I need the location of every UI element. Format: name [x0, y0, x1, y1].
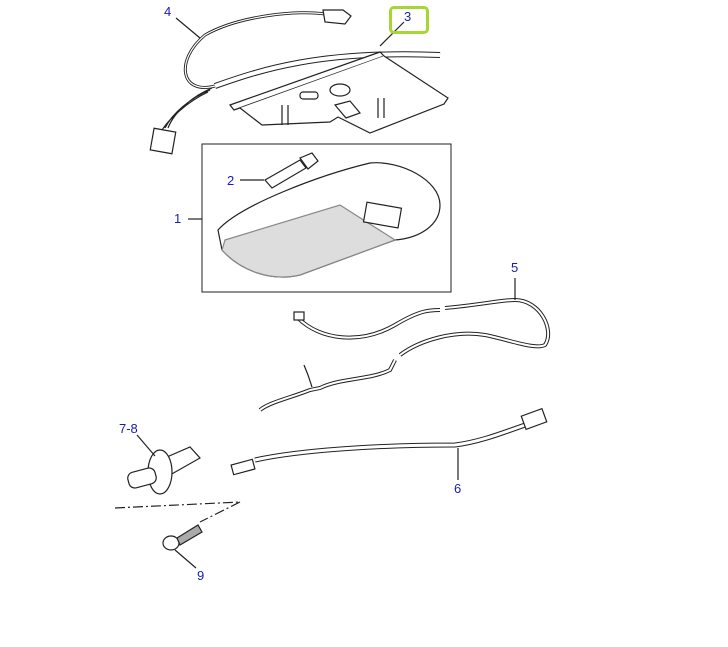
callout-9[interactable]: 9 — [197, 568, 205, 583]
callout-1[interactable]: 1 — [174, 211, 182, 226]
callout-6[interactable]: 6 — [454, 481, 462, 496]
lamp-group-box — [201, 143, 452, 293]
lamp-1-drawing — [188, 162, 441, 278]
lead-6-drawing — [230, 407, 548, 480]
selected-callout-highlight — [389, 6, 429, 34]
screw-9-drawing — [162, 524, 203, 569]
bracket-3-drawing — [229, 51, 449, 134]
harness-4-drawing — [149, 9, 441, 155]
bulb-2-drawing — [240, 152, 319, 189]
callout-7-8[interactable]: 7-8 — [119, 421, 138, 436]
harness-5-drawing — [258, 278, 551, 412]
callout-3[interactable]: 3 — [404, 9, 412, 24]
callout-5[interactable]: 5 — [511, 260, 519, 275]
switch-7-8-drawing — [114, 434, 241, 523]
callout-2[interactable]: 2 — [227, 173, 235, 188]
callout-4[interactable]: 4 — [164, 4, 172, 19]
